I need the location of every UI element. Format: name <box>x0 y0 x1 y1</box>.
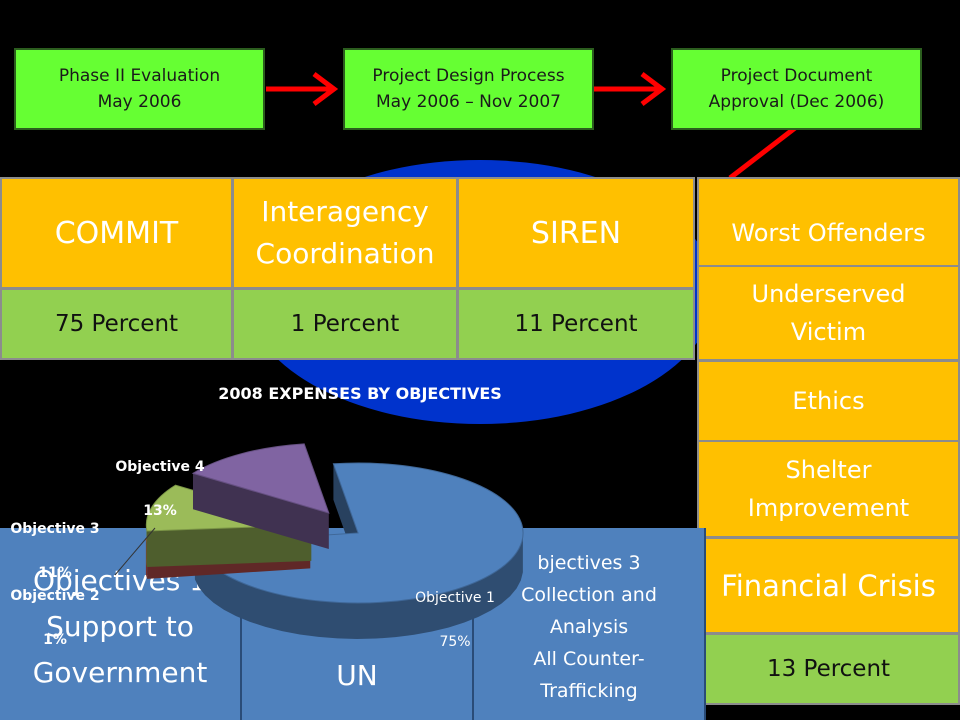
box-siren: SIREN <box>457 177 695 289</box>
label-objective-4-name: Objective 4 <box>115 459 205 475</box>
panel-objectives-3: bjectives 3 Collection and Analysis All … <box>474 528 706 720</box>
label-objective-3-value: 11% <box>38 565 72 581</box>
box-commit: COMMIT <box>0 177 233 289</box>
label-objective-2-value: 1% <box>43 632 67 648</box>
box-ethics: Ethics <box>697 360 960 442</box>
pie-slice-top-4 <box>191 443 330 514</box>
label-objective-3: Objective 3 11% <box>2 496 108 584</box>
expenses-pie-chart <box>114 443 524 639</box>
pct-commit: 75 Percent <box>0 288 233 360</box>
box-interagency: Interagency Coordination <box>232 177 458 289</box>
label-objective-2: Objective 2 1% <box>2 563 108 651</box>
label-objective-2-name: Objective 2 <box>10 588 100 604</box>
pie-slice-side-1 <box>194 536 523 639</box>
pct-siren: 11 Percent <box>457 288 695 360</box>
pie-slice-4 <box>191 443 330 550</box>
label-objective-3-name: Objective 3 <box>10 521 100 537</box>
pie-slice-wall-4 <box>192 473 329 550</box>
flow-step-design: Project Design Process May 2006 – Nov 20… <box>343 48 594 130</box>
leader-line <box>114 527 156 576</box>
chart-title: 2008 EXPENSES BY OBJECTIVES <box>218 384 502 403</box>
box-underserved-victim: Underserved Victim <box>697 265 960 361</box>
label-objective-1: Objective 1 75% <box>400 565 510 653</box>
box-financial-crisis: Financial Crisis <box>697 537 960 634</box>
label-objective-4-value: 13% <box>143 503 177 519</box>
label-objective-4: Objective 4 13% <box>110 434 210 522</box>
connector-line <box>728 126 797 180</box>
panel-objectives-1: Objectives 1 Support to Government <box>0 528 242 720</box>
pie-slice-wall-3 <box>146 524 312 567</box>
flow-step-phase-ii: Phase II Evaluation May 2006 <box>14 48 265 130</box>
pct-interagency: 1 Percent <box>232 288 458 360</box>
pie-slice-side-3 <box>146 522 147 567</box>
box-shelter-improvement: Shelter Improvement <box>697 440 960 538</box>
label-objective-1-name: Objective 1 <box>415 590 495 606</box>
flow-arrow-2 <box>594 72 667 106</box>
flow-step-approval: Project Document Approval (Dec 2006) <box>671 48 922 130</box>
pct-financial-crisis: 13 Percent <box>697 633 960 705</box>
label-objective-1-value: 75% <box>439 634 471 650</box>
flow-arrow-1 <box>266 72 339 106</box>
